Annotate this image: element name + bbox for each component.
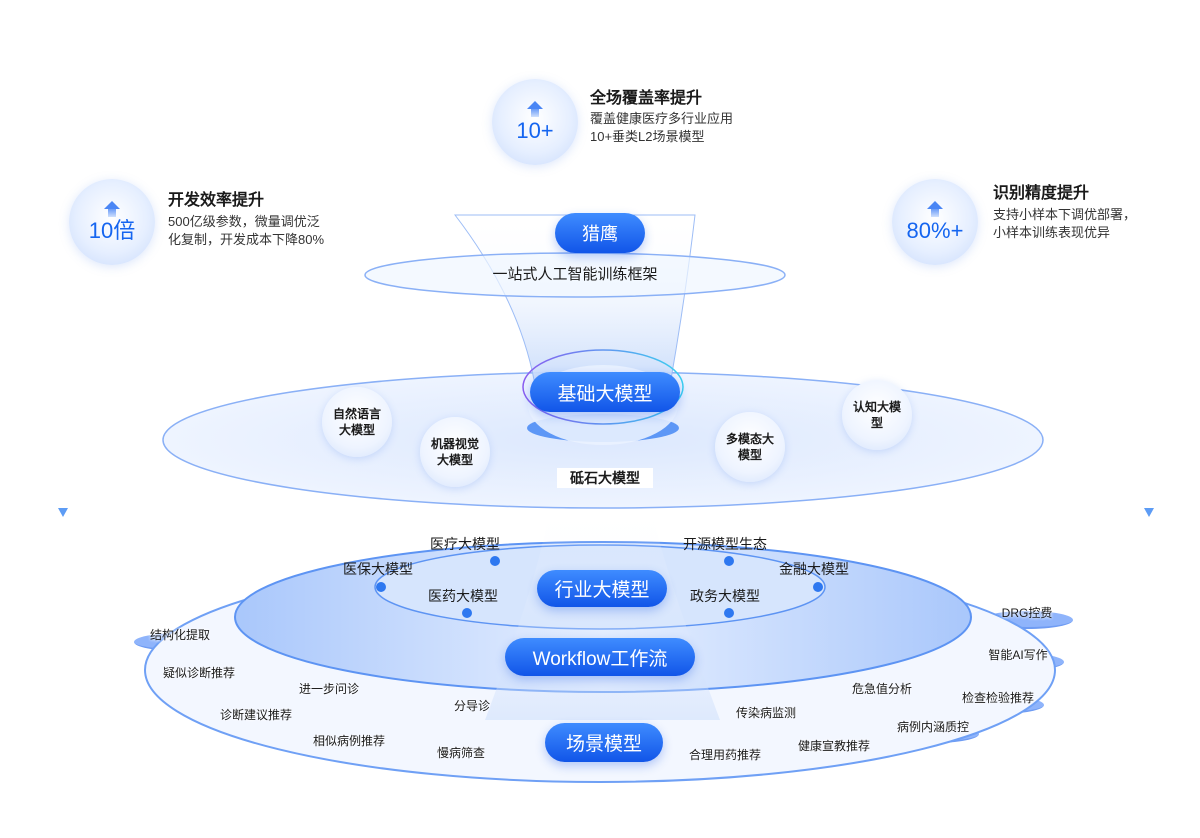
stat-title: 开发效率提升 — [168, 192, 265, 209]
industry-dot — [490, 556, 500, 566]
scene-item: 相似病例推荐 — [303, 733, 395, 757]
industry-dot — [376, 582, 386, 592]
stat-circle-coverage: 10+ — [492, 79, 578, 165]
scene-item: 慢病筛查 — [415, 745, 507, 769]
model-node: 认知大模型 — [842, 380, 912, 450]
scene-item: 诊断建议推荐 — [210, 707, 302, 731]
scene-item: 进一步问诊 — [283, 681, 375, 705]
arrow-up-icon — [104, 201, 120, 209]
framework-caption: 一站式人工智能训练框架 — [492, 266, 658, 283]
stat-desc: 支持小样本下调优部署，小样本训练表现优异 — [993, 207, 1137, 240]
industry-label: 政务大模型 — [690, 588, 760, 604]
scene-model-pill: 场景模型 — [545, 723, 663, 762]
industry-label: 医保大模型 — [343, 561, 413, 577]
model-node: 自然语言大模型 — [322, 387, 392, 457]
stat-circle-accuracy: 80%+ — [892, 179, 978, 265]
industry-dot — [724, 556, 734, 566]
industry-label: 医疗大模型 — [430, 536, 500, 552]
left-arrow — [58, 360, 68, 517]
scene-item: 危急值分析 — [836, 681, 928, 705]
scene-item: 病例内涵质控 — [887, 719, 979, 743]
industry-label: 医药大模型 — [428, 588, 498, 604]
industry-model-pill: 行业大模型 — [537, 570, 667, 607]
stat-desc: 500亿级参数，微量调优泛化复制，开发成本下降80% — [168, 214, 325, 247]
industry-dot — [724, 608, 734, 618]
base-model-caption: 砥石大模型 — [557, 468, 653, 488]
industry-dot — [462, 608, 472, 618]
scene-item: DRG控费 — [981, 605, 1073, 629]
stat-desc: 覆盖健康医疗多行业应用10+垂类L2场景模型 — [590, 111, 734, 144]
scene-item: 健康宣教推荐 — [788, 738, 880, 762]
base-ring — [522, 349, 684, 425]
scene-item: 智能AI写作 — [972, 647, 1064, 671]
model-node: 多模态大模型 — [715, 412, 785, 482]
scene-item: 合理用药推荐 — [679, 747, 771, 771]
arrow-up-icon — [927, 201, 943, 209]
scene-item: 结构化提取 — [134, 627, 226, 651]
scene-item: 检查检验推荐 — [952, 690, 1044, 714]
stat-title: 全场覆盖率提升 — [590, 90, 703, 107]
model-node: 机器视觉大模型 — [420, 417, 490, 487]
right-arrow — [1144, 360, 1154, 517]
scene-item: 传染病监测 — [720, 705, 812, 729]
top-ellipse — [364, 252, 786, 298]
scene-item: 分导诊 — [426, 698, 518, 722]
industry-label: 金融大模型 — [779, 561, 849, 577]
falcon-pill: 猎鹰 — [555, 213, 645, 253]
stat-title: 识别精度提升 — [993, 185, 1090, 202]
scene-item: 疑似诊断推荐 — [153, 665, 245, 689]
stat-circle-efficiency: 10倍 — [69, 179, 155, 265]
base-model-pill: 基础大模型 — [530, 372, 680, 412]
arrow-up-icon — [527, 101, 543, 109]
workflow-pill: Workflow工作流 — [505, 638, 695, 676]
industry-label: 开源模型生态 — [683, 536, 767, 552]
industry-dot — [813, 582, 823, 592]
